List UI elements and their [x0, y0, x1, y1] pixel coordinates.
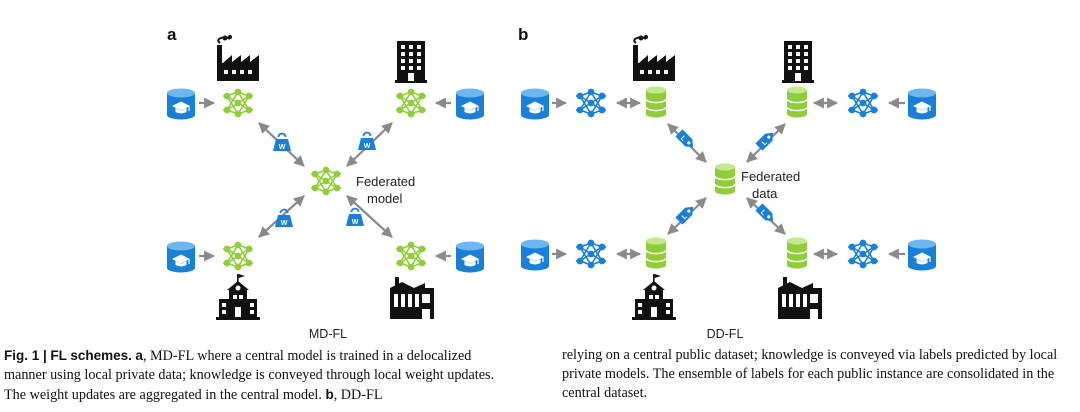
- federated-model-icon: [310, 165, 342, 197]
- panel-b: b L L L L: [518, 25, 937, 341]
- panel-b-center-label-line2: data: [752, 186, 778, 201]
- office-building-icon: [395, 41, 427, 83]
- database-graduation-cap-icon: [455, 240, 485, 274]
- neural-network-icon: [847, 87, 879, 119]
- factory-icon: [216, 34, 260, 82]
- label-tag-icon: L: [675, 129, 697, 151]
- database-graduation-cap-icon: [907, 238, 937, 272]
- database-graduation-cap-icon: [520, 238, 550, 272]
- panel-b-data-to-model-arrows: [552, 97, 905, 260]
- federated-data-icon: [714, 162, 736, 196]
- panel-a-scheme-label: MD-FL: [309, 327, 347, 341]
- caption-text-right: relying on a central public dataset; kno…: [562, 347, 1058, 401]
- neural-network-icon: [575, 87, 607, 119]
- weight-icon: W: [345, 207, 365, 227]
- label-tag-icon: L: [675, 203, 697, 225]
- office-building-icon: [782, 41, 814, 83]
- panel-a-center-label-line1: Federated: [356, 174, 415, 189]
- database-graduation-cap-icon: [907, 87, 937, 121]
- school-icon: [632, 274, 676, 320]
- caption-title: FL schemes.: [50, 348, 132, 363]
- label-tag-icon: L: [755, 129, 777, 151]
- database-graduation-cap-icon: [166, 87, 196, 121]
- caption-text-b-start: , DD-FL: [333, 387, 383, 403]
- label-tag-icon: L: [755, 203, 777, 225]
- neural-network-icon: [395, 240, 427, 272]
- neural-network-icon: [222, 87, 254, 119]
- warehouse-icon: [390, 277, 434, 319]
- svg-text:W: W: [364, 143, 371, 150]
- green-database-icon: [645, 85, 667, 119]
- panel-a-center-label-line2: model: [367, 191, 403, 206]
- fl-schemes-figure: a W W W W Federated: [166, 25, 937, 341]
- neural-network-icon: [222, 240, 254, 272]
- database-graduation-cap-icon: [455, 87, 485, 121]
- svg-text:L: L: [761, 139, 769, 147]
- svg-text:L: L: [681, 213, 689, 221]
- svg-text:W: W: [279, 144, 286, 151]
- school-icon: [216, 274, 260, 320]
- svg-text:L: L: [759, 209, 767, 217]
- warehouse-icon: [778, 277, 822, 319]
- svg-text:L: L: [679, 135, 687, 143]
- svg-text:W: W: [352, 219, 359, 226]
- caption-text-a: , MD-FL where a central model is trained…: [4, 348, 495, 403]
- panel-a: a W W W W Federated: [166, 25, 485, 341]
- panel-b-letter: b: [518, 25, 528, 44]
- neural-network-icon: [395, 87, 427, 119]
- panel-b-center-label-line1: Federated: [741, 169, 800, 184]
- green-database-icon: [645, 236, 667, 270]
- panel-b-scheme-label: DD-FL: [707, 327, 744, 341]
- weight-icon: W: [274, 208, 294, 228]
- caption-a-mark: a: [135, 348, 143, 363]
- neural-network-icon: [575, 238, 607, 270]
- panel-a-letter: a: [167, 25, 177, 44]
- weight-icon: W: [357, 131, 377, 151]
- weight-icon: W: [272, 132, 292, 152]
- caption-b-mark: b: [325, 387, 334, 402]
- panel-a-data-to-model-arrows: [199, 97, 451, 262]
- caption-fig-label: Fig. 1 |: [4, 348, 47, 363]
- green-database-icon: [786, 85, 808, 119]
- caption-left-column: Fig. 1 | FL schemes. a, MD-FL where a ce…: [4, 346, 504, 405]
- panel-b-model-to-public-data-arrows: [615, 97, 839, 260]
- caption-right-column: relying on a central public dataset; kno…: [562, 346, 1062, 403]
- green-database-icon: [786, 236, 808, 270]
- database-graduation-cap-icon: [166, 240, 196, 274]
- neural-network-icon: [847, 238, 879, 270]
- svg-text:W: W: [281, 220, 288, 227]
- database-graduation-cap-icon: [520, 87, 550, 121]
- factory-icon: [632, 34, 676, 82]
